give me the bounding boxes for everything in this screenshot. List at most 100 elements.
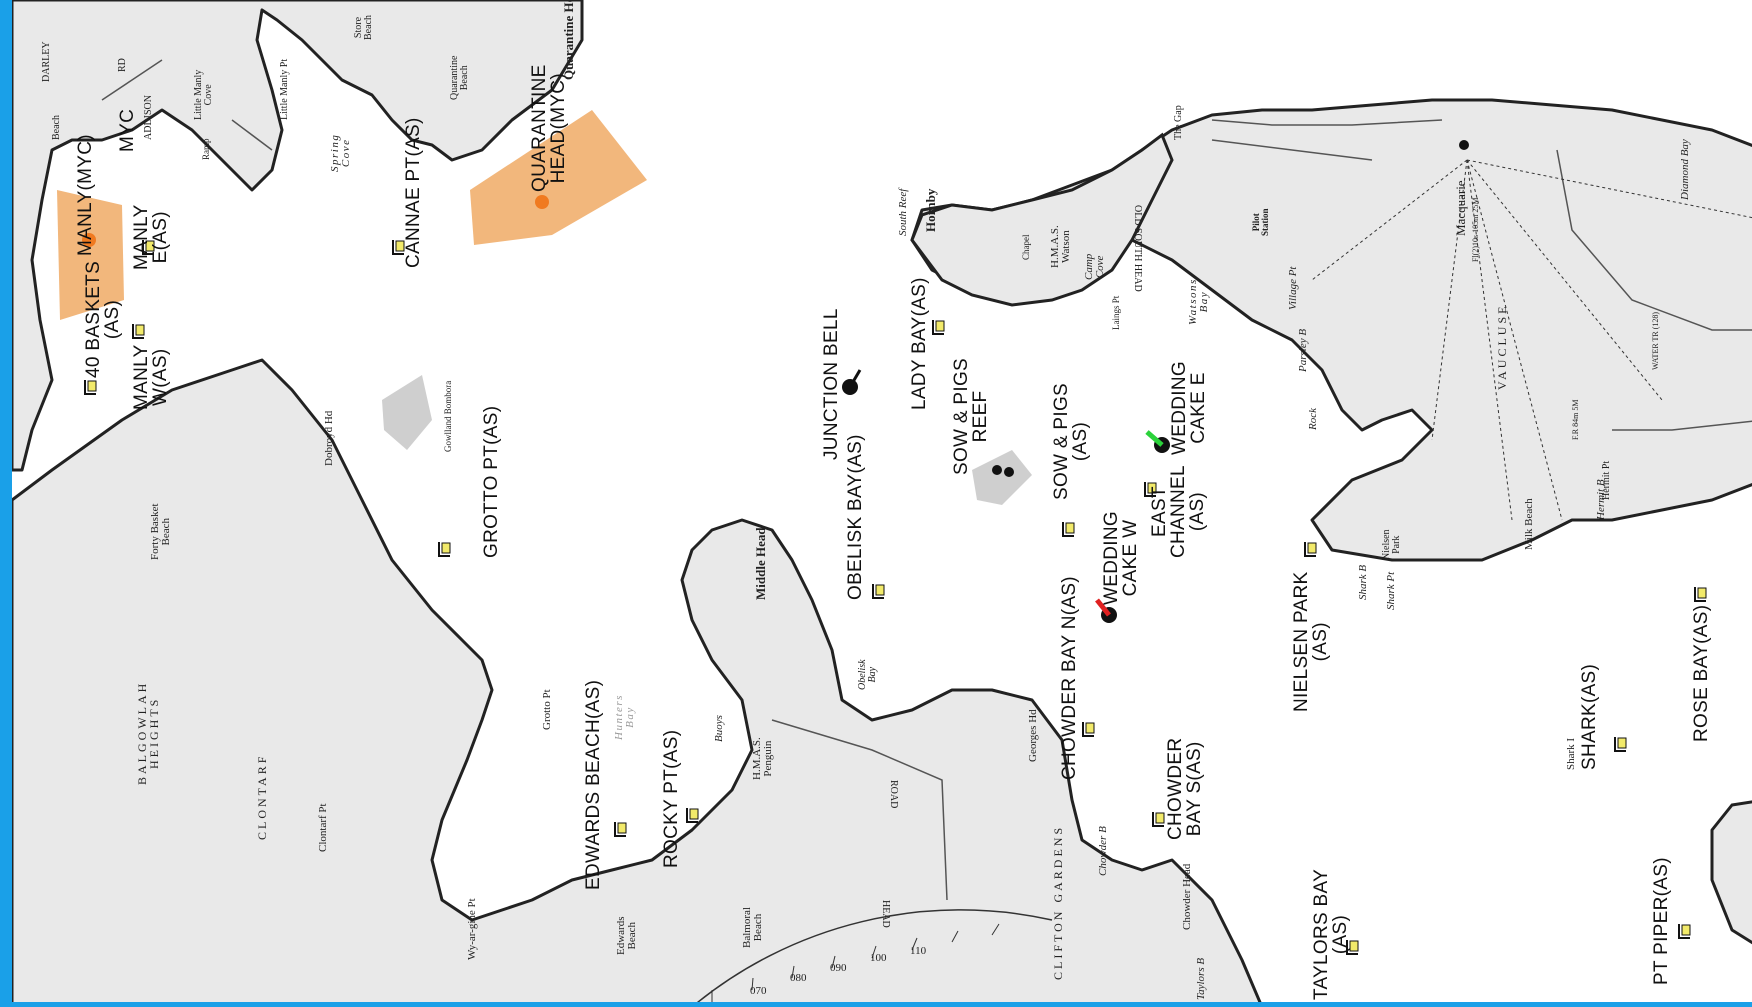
place-shark-pt: Shark Pt bbox=[1385, 571, 1397, 610]
buoy-flag-icon bbox=[612, 820, 630, 838]
compass-tick-label: 070 bbox=[750, 985, 767, 997]
buoy-flag-icon bbox=[436, 540, 454, 558]
zone-quarantine-head bbox=[470, 110, 647, 245]
place-road-head: HEAD bbox=[880, 900, 891, 928]
label-cannae-pt: CANNAE PT(AS) bbox=[403, 117, 424, 268]
label-forty-baskets: 40 BASKETS(AS) bbox=[83, 260, 123, 378]
buoy-flag-icon bbox=[1150, 810, 1168, 828]
place-road-rd: ROAD bbox=[888, 780, 899, 809]
place-clontarf-pt: Clontarf Pt bbox=[317, 803, 329, 852]
place-clontarf: CLONTARF bbox=[255, 753, 269, 840]
place-the-gap: The Gap bbox=[1173, 105, 1184, 140]
label-rose-bay: ROSE BAY(AS) bbox=[1691, 604, 1712, 742]
label-rocky-pt: ROCKY PT(AS) bbox=[661, 729, 682, 868]
label-chowder-bay-n: CHOWDER BAY N(AS) bbox=[1059, 576, 1080, 780]
place-hornby: Hornby bbox=[923, 188, 938, 232]
label-pt-piper: PT PIPER(AS) bbox=[1651, 857, 1672, 985]
buoy-flag-icon bbox=[130, 322, 148, 340]
buoy-flag-icon bbox=[140, 238, 158, 256]
label-taylors-bay: TAYLORS BAY(AS) bbox=[1311, 868, 1351, 1000]
place-buoys: Buoys bbox=[713, 715, 725, 742]
compass-tick-label: 080 bbox=[790, 972, 807, 984]
buoy-flag-icon bbox=[82, 378, 100, 396]
label-nielsen-park: NIELSEN PARK(AS) bbox=[1291, 571, 1331, 712]
quarantine-head-dot bbox=[535, 195, 549, 209]
place-shark-i: Shark I bbox=[1565, 737, 1577, 770]
place-quarantine-head-small: Quarantine Head bbox=[561, 0, 576, 80]
place-road-old-south: OLD SOUTH HEAD bbox=[1132, 205, 1143, 292]
place-clifton-gardens: CLIFTON GARDENS bbox=[1051, 824, 1065, 980]
place-beach: Beach bbox=[51, 115, 62, 140]
compass-tick-label: 100 bbox=[870, 952, 887, 964]
zone-gowlland bbox=[382, 375, 432, 450]
label-sow-pigs-as: SOW & PIGS(AS) bbox=[1051, 382, 1091, 500]
buoy-flag-icon bbox=[1060, 520, 1078, 538]
place-gowlland-bombora: Gowlland Bombora bbox=[443, 380, 453, 452]
label-junction-bell: JUNCTION BELL bbox=[821, 308, 842, 460]
label-lady-bay: LADY BAY(AS) bbox=[909, 277, 930, 410]
place-fr-light: F.R 84m 5M bbox=[1571, 399, 1580, 440]
place-little-manly-pt: Little Manly Pt bbox=[279, 58, 290, 120]
compass-tick-label: 110 bbox=[910, 945, 927, 957]
label-obelisk-bay: OBELISK BAY(AS) bbox=[845, 434, 866, 600]
buoy-flag-icon bbox=[1692, 585, 1710, 603]
place-rock: Rock bbox=[1307, 408, 1319, 430]
place-south-reef: South Reef bbox=[897, 188, 909, 236]
sow-pigs-mark-2 bbox=[1004, 467, 1014, 477]
place-macquarie-light: Fl(2)10s 105m 25M bbox=[1471, 197, 1480, 262]
sow-pigs-mark-1 bbox=[992, 465, 1002, 475]
place-hmas-penguin: H.M.A.S.Penguin bbox=[751, 737, 774, 780]
land-manly bbox=[12, 0, 584, 472]
manly-myc-dot bbox=[82, 233, 96, 247]
place-ramp: Ramp bbox=[201, 138, 211, 161]
place-hmas-watson: H.M.A.S.Watson bbox=[1049, 225, 1072, 268]
place-diamond-bay: Diamond Bay bbox=[1679, 139, 1691, 200]
place-hermit-pt: Hermit Pt bbox=[1601, 460, 1612, 500]
buoy-flag-icon bbox=[1676, 922, 1694, 940]
place-chowder-b: Chowder B bbox=[1097, 826, 1109, 876]
place-wy-ar-gine-pt: Wy-ar-gine Pt bbox=[466, 898, 478, 960]
buoy-flag-icon bbox=[390, 238, 408, 256]
buoy-flag-icon bbox=[1612, 735, 1630, 753]
macquarie-light bbox=[1459, 140, 1469, 150]
place-parsley-b: Parsley B bbox=[1297, 328, 1309, 372]
land-south-head bbox=[910, 98, 1752, 562]
place-darley: DARLEY bbox=[41, 41, 52, 82]
place-village-pt: Village Pt bbox=[1287, 266, 1299, 310]
label-edwards-beach: EDWARDS BEACH(AS) bbox=[583, 679, 604, 890]
land-balgowlah bbox=[12, 358, 1262, 1002]
place-laings-pt: Laings Pt bbox=[1111, 295, 1121, 330]
place-milk-beach: Milk Beach bbox=[1523, 498, 1535, 550]
label-grotto-pt: GROTTO PT(AS) bbox=[481, 405, 502, 558]
place-grotto-point: Grotto Pt bbox=[541, 689, 553, 730]
place-vaucluse: VAUCLUSE bbox=[1495, 303, 1509, 390]
buoy-flag-icon bbox=[684, 806, 702, 824]
label-myc: MYC bbox=[117, 108, 138, 152]
land-inner-south-head bbox=[910, 132, 1174, 307]
label-shark: SHARK(AS) bbox=[1579, 663, 1600, 770]
map-base bbox=[12, 0, 1752, 1002]
zone-sow-pigs bbox=[972, 450, 1032, 505]
compass-arc bbox=[697, 909, 1053, 1002]
place-rd: RD bbox=[117, 58, 128, 72]
place-georges-hd: Georges Hd bbox=[1027, 709, 1039, 762]
buoy-flag-icon bbox=[870, 582, 888, 600]
